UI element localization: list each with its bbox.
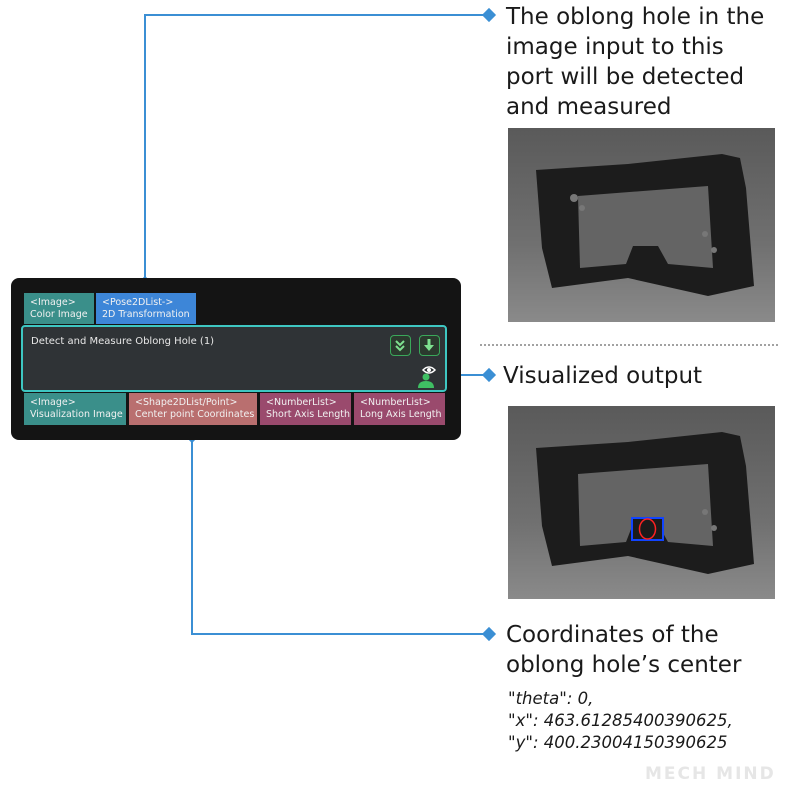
port-name: Visualization Image [30,409,123,420]
visualized-output-annotation: Visualized output [503,363,703,389]
oblong-hole-detection-box [631,517,664,541]
center-coordinates-annotation: Coordinates of the oblong hole’s center [506,622,742,678]
port-name: Center point Coordinates [135,409,255,420]
visualized-output-photo [508,406,775,599]
port-type: <Pose2DList-> [102,297,174,308]
port-type: <NumberList> [360,397,431,408]
input-port-annotation: The oblong hole in the image input to th… [506,4,765,120]
example-output-values: "theta": 0, "x": 463.61285400390625, "y"… [508,689,733,752]
port-type: <Shape2DList/Point> [135,397,238,408]
input-connector-marker-top [481,7,497,23]
output-port-long-axis-length[interactable]: <NumberList> Long Axis Length [354,393,445,425]
port-type: <Image> [30,397,76,408]
center-connector-line [191,436,489,635]
input-port-color-image[interactable]: <Image> Color Image [24,293,94,324]
input-port-2d-transformation[interactable]: <Pose2DList-> 2D Transformation [96,293,196,324]
port-name: Color Image [30,309,88,320]
node-body[interactable]: Detect and Measure Oblong Hole (1) [21,325,447,392]
input-image-photo [508,128,775,322]
center-connector-marker-end [481,626,497,642]
visualization-eye-icon[interactable] [417,364,441,388]
node-title: Detect and Measure Oblong Hole (1) [31,336,215,347]
output-port-short-axis-length[interactable]: <NumberList> Short Axis Length [260,393,351,425]
download-arrow-icon[interactable] [419,335,440,356]
input-connector-line [144,14,489,283]
port-type: <NumberList> [266,397,337,408]
output-port-visualization-image[interactable]: <Image> Visualization Image [24,393,126,425]
port-name: 2D Transformation [102,309,190,320]
port-name: Short Axis Length [266,409,351,420]
chevron-double-down-icon[interactable] [390,335,411,356]
port-type: <Image> [30,297,76,308]
output-port-center-point-coordinates[interactable]: <Shape2DList/Point> Center point Coordin… [129,393,257,425]
port-name: Long Axis Length [360,409,442,420]
visual-connector-marker [481,367,497,383]
mech-mind-watermark: MECH MIND [645,764,776,784]
oblong-hole-detection-ellipse [638,518,657,540]
